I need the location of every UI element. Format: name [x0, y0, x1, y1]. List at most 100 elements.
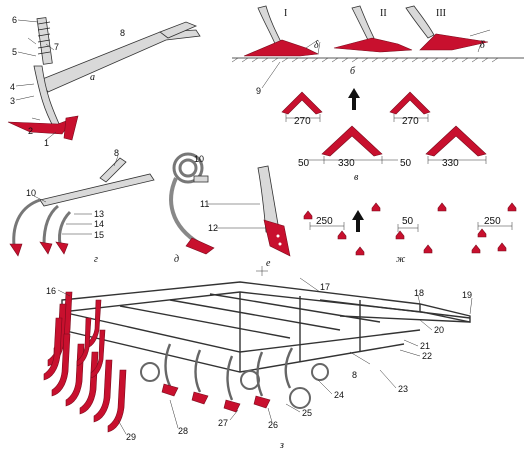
mid-tine-4	[256, 351, 264, 397]
callout-15: 15	[94, 230, 104, 240]
mid-share-4	[253, 395, 271, 409]
panel-v-share-layout: 270 270 330 330 50 50 в	[281, 88, 487, 183]
share-I	[243, 39, 320, 57]
panel-e-leaders	[208, 203, 266, 229]
dim-250a-line	[309, 222, 345, 230]
d-tine-bar	[169, 177, 202, 246]
mid-tine-2	[194, 349, 202, 393]
dim-250a: 250	[316, 216, 333, 227]
mid-coil-1	[140, 362, 160, 382]
callout-11: 11	[200, 199, 209, 209]
spring-coils	[37, 21, 51, 55]
panel-letter-zh: ж	[396, 254, 406, 265]
callout-4: 4	[10, 82, 15, 92]
z-middle-tines	[140, 343, 329, 413]
callout-9: 9	[256, 86, 261, 96]
angle-delta-1: δ	[314, 40, 319, 51]
dim-50b: 50	[400, 158, 412, 169]
zh-share-7	[437, 202, 447, 212]
d-clamp	[193, 175, 209, 183]
panel-e-rigid-tine: 11 12 е	[200, 165, 291, 269]
callout-13: 13	[94, 209, 104, 219]
callout-8-a: 8	[120, 28, 125, 38]
callout-18: 18	[414, 288, 424, 298]
panel-g-leaders	[33, 155, 119, 235]
zh-share-3	[355, 246, 365, 256]
zh-share-5	[395, 230, 405, 240]
dim-270b: 270	[402, 116, 419, 127]
callout-5: 5	[12, 47, 17, 57]
dim-50c: 50	[402, 216, 414, 227]
rear-tine-4	[51, 333, 71, 397]
panel-d-spring-tine: 10 д	[169, 152, 215, 265]
sweep-bottom-center	[321, 125, 383, 157]
callout-24: 24	[334, 390, 344, 400]
dim-330a: 330	[338, 158, 355, 169]
mid-tine-1	[164, 343, 172, 387]
share-III	[419, 33, 489, 51]
mid-coil-6	[311, 363, 329, 381]
callout-8-g: 8	[114, 148, 119, 158]
panel-letter-z: з	[279, 440, 284, 451]
callout-19: 19	[462, 290, 472, 300]
callout-7: 7	[54, 42, 59, 52]
dim-330b: 330	[442, 158, 459, 169]
callout-3: 3	[10, 96, 15, 106]
zh-share-1	[303, 210, 313, 220]
dim-250b: 250	[484, 216, 501, 227]
z-frame-cross	[239, 292, 361, 372]
z-frame-top	[61, 281, 471, 323]
d-share	[185, 237, 215, 255]
mid-tine-3	[226, 355, 234, 401]
e-share	[263, 219, 291, 257]
tine-II	[351, 5, 375, 41]
angle-mark-III	[469, 29, 491, 53]
beam-end	[159, 21, 198, 39]
callout-17: 17	[320, 282, 330, 292]
z-drawbar	[319, 299, 471, 323]
panel-letter-v: в	[354, 172, 359, 183]
callout-21: 21	[420, 341, 430, 351]
panel-z-leaders	[57, 277, 473, 435]
callout-28: 28	[178, 426, 188, 436]
callout-29: 29	[126, 432, 136, 442]
label-II: II	[380, 8, 387, 19]
sweep-top-left	[281, 91, 323, 115]
sweep-top-right	[389, 91, 431, 115]
zh-share-6	[423, 244, 433, 254]
callout-27: 27	[218, 418, 228, 428]
panel-zh-share-arrangement: 250 50 250 ж	[303, 202, 517, 265]
panel-g-tine-frame: 10 13 14 15 8 г	[9, 148, 155, 265]
panel-letter-d: д	[174, 254, 179, 265]
angle-delta-2: δ	[480, 40, 485, 51]
callout-22: 22	[422, 351, 432, 361]
mid-share-1	[161, 383, 179, 397]
z-rear-tines	[43, 291, 127, 433]
dim-270a-line	[285, 114, 321, 122]
direction-arrow-zh	[352, 210, 364, 232]
panel-z-cultivator: 16 17 18 19 20 21 22 8 23 24 25 26 27 28…	[43, 266, 473, 451]
dim-50c-line	[397, 224, 419, 232]
share-tip	[63, 115, 79, 141]
direction-arrow-v	[348, 88, 360, 110]
dim-270b-line	[393, 114, 429, 122]
mid-coil-5	[289, 387, 311, 409]
callout-25: 25	[302, 408, 312, 418]
dim-330b-line	[427, 156, 487, 164]
zh-share-4	[371, 202, 381, 212]
panel-b-share-profiles: δ δ I II III б 9	[231, 5, 524, 96]
label-III: III	[436, 8, 446, 19]
zh-share-11	[497, 242, 507, 252]
g-share-3	[55, 241, 69, 255]
share-II	[333, 37, 413, 53]
callout-10-g: 10	[26, 188, 36, 198]
panel-a-tine-assembly: 6 5 7 4 3 2 1 8 а	[7, 15, 201, 148]
g-share-2	[39, 241, 53, 255]
angle-mark-I	[305, 39, 321, 55]
panel-letter-g: г	[94, 254, 98, 265]
callout-14: 14	[94, 219, 104, 229]
dim-50a: 50	[298, 158, 310, 169]
callout-6: 6	[12, 15, 17, 25]
share	[7, 117, 75, 135]
